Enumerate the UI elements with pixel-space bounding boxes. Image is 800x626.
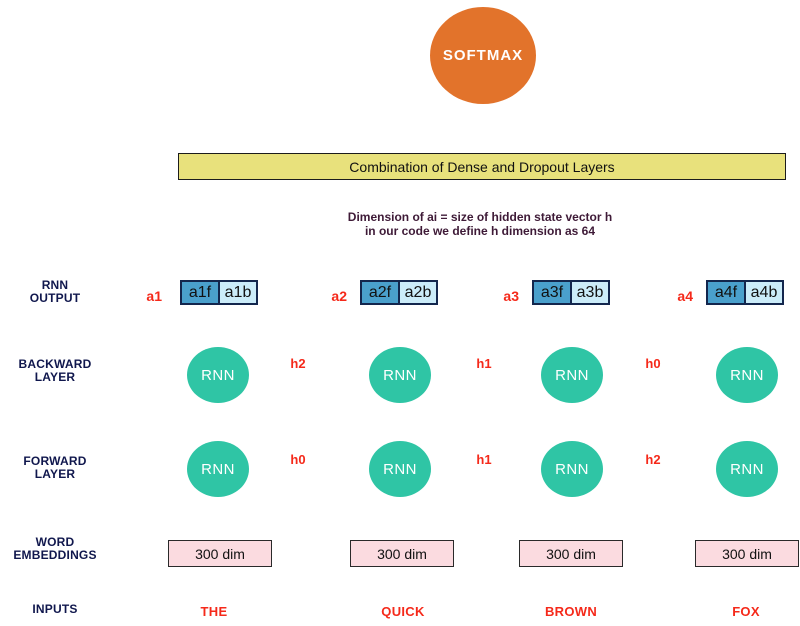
embedding-box-3: 300 dim [519,540,623,567]
row-label-rnn-output-line1: RNN [41,278,69,292]
output-box-a4f: a4f [706,280,746,305]
row-label-rnn-output: RNN OUTPUT [0,279,110,305]
softmax-label: SOFTMAX [442,47,524,64]
output-label-a2: a2 [331,288,347,304]
backward-rnn-node-1: RNN [187,347,249,403]
row-label-backward-line1: BACKWARD [18,357,92,371]
dimension-note: Dimension of ai = size of hidden state v… [240,210,720,238]
output-box-a1b: a1b [218,280,258,305]
row-label-rnn-output-line2: OUTPUT [29,291,81,305]
forward-rnn-node-2: RNN [369,441,431,497]
row-label-embeddings-line2: EMBEDDINGS [13,548,97,562]
output-pair-a4: a4f a4b [706,280,784,305]
output-pair-a2: a2f a2b [360,280,438,305]
output-box-a3f: a3f [532,280,572,305]
dense-dropout-bar-label: Combination of Dense and Dropout Layers [349,158,615,175]
row-label-forward-line1: FORWARD [23,454,87,468]
row-label-inputs-text: INPUTS [32,602,78,616]
output-label-a3: a3 [503,288,519,304]
backward-rnn-node-3: RNN [541,347,603,403]
row-label-inputs: INPUTS [0,603,110,616]
embedding-box-2: 300 dim [350,540,454,567]
output-label-a1: a1 [146,288,162,304]
output-box-a1f: a1f [180,280,220,305]
input-word-quick: QUICK [381,604,425,619]
forward-rnn-node-1: RNN [187,441,249,497]
forward-rnn-node-3: RNN [541,441,603,497]
backward-hidden-label-h0: h0 [645,356,661,371]
output-pair-a1: a1f a1b [180,280,258,305]
input-word-fox: FOX [732,604,760,619]
softmax-node: SOFTMAX [430,7,536,104]
row-label-backward-layer: BACKWARD LAYER [0,358,110,384]
dense-dropout-bar: Combination of Dense and Dropout Layers [178,153,786,180]
dimension-note-line2: in our code we define h dimension as 64 [364,224,596,238]
forward-hidden-label-h1: h1 [476,452,492,467]
forward-rnn-node-4: RNN [716,441,778,497]
embedding-box-1: 300 dim [168,540,272,567]
output-box-a3b: a3b [570,280,610,305]
backward-hidden-label-h2: h2 [290,356,306,371]
forward-hidden-label-h2: h2 [645,452,661,467]
output-label-a4: a4 [677,288,693,304]
input-word-the: THE [200,604,228,619]
backward-rnn-node-4: RNN [716,347,778,403]
output-pair-a3: a3f a3b [532,280,610,305]
embedding-box-4: 300 dim [695,540,799,567]
output-box-a2b: a2b [398,280,438,305]
output-box-a4b: a4b [744,280,784,305]
backward-hidden-label-h1: h1 [476,356,492,371]
row-label-forward-layer: FORWARD LAYER [0,455,110,481]
input-word-brown: BROWN [544,604,598,619]
backward-rnn-node-2: RNN [369,347,431,403]
output-box-a2f: a2f [360,280,400,305]
dimension-note-line1: Dimension of ai = size of hidden state v… [347,210,613,224]
forward-hidden-label-h0: h0 [290,452,306,467]
row-label-backward-line2: LAYER [34,370,76,384]
row-label-embeddings-line1: WORD [35,535,75,549]
row-label-word-embeddings: WORD EMBEDDINGS [0,536,110,562]
row-label-forward-line2: LAYER [34,467,76,481]
